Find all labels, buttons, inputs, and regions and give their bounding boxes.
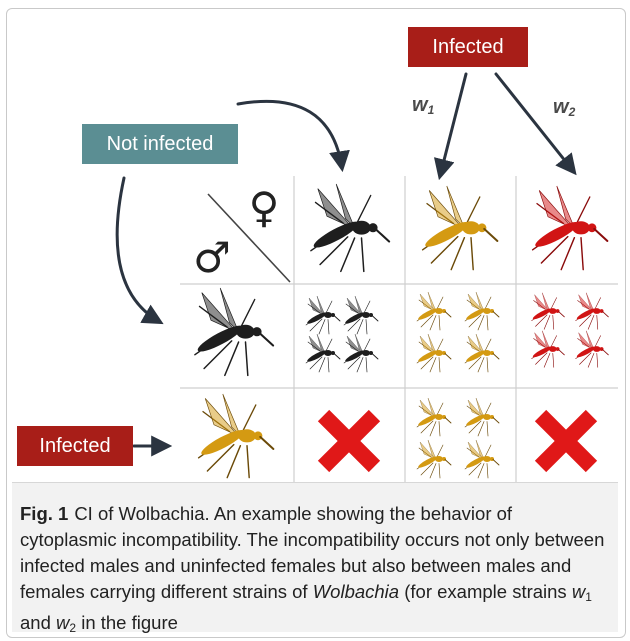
mosquito-icon	[416, 291, 452, 331]
male-symbol: ♂	[193, 233, 231, 282]
caption-strain-w1-sub: 1	[585, 590, 592, 604]
mosquito-icon	[197, 393, 275, 479]
caption-text: CI of Wolbachia. An example showing the …	[20, 503, 605, 602]
arrow-infected-to-w1	[433, 72, 468, 181]
arrow-not-infected-to-female	[236, 99, 350, 173]
arrows	[115, 72, 577, 457]
not-infected-label: Not infected	[82, 124, 238, 164]
caption-strain-w2: w	[56, 612, 70, 633]
mosquito-icon	[305, 295, 341, 335]
cross-icon	[534, 409, 598, 473]
mosquito-icon	[575, 330, 609, 368]
infected-label-left: Infected	[17, 426, 133, 466]
mosquito-icon	[343, 333, 379, 373]
mosquito-icon	[464, 439, 500, 479]
mosquito-icon	[421, 185, 499, 271]
caption-italic: Wolbachia	[312, 581, 400, 602]
mosquito-icon	[531, 330, 565, 368]
mosquito-icon	[416, 439, 452, 479]
cross-icon	[317, 409, 381, 473]
mosquito-icon	[305, 333, 341, 373]
mosquito-icon	[531, 185, 609, 271]
diagram: ♀ ♂	[115, 72, 618, 482]
mosquito-icon	[193, 286, 275, 377]
arrow-infected-to-w2	[494, 72, 577, 176]
mosquito-icon	[575, 292, 609, 330]
arrow-not-infected-to-male	[115, 176, 164, 325]
mosquito-icon	[416, 397, 452, 437]
caption-text: in the figure	[76, 612, 178, 633]
caption-strain-w1: w	[571, 581, 586, 602]
mosquito-icon	[416, 333, 452, 373]
female-symbol: ♀	[249, 183, 280, 232]
mosquito-icon	[309, 182, 391, 273]
corner-diagonal	[207, 193, 291, 283]
mosquito-icon	[464, 291, 500, 331]
mosquito-icon	[343, 295, 379, 335]
caption-text: and	[20, 612, 57, 633]
mosquito-icon	[464, 333, 500, 373]
strain-w2-label: w2	[553, 96, 576, 119]
caption-strain-w2-sub: 2	[69, 621, 77, 635]
grid-lines	[180, 176, 618, 482]
caption-text: (for example strains	[399, 581, 572, 602]
caption-prefix: Fig. 1	[20, 503, 69, 524]
mosquito-icon	[531, 292, 565, 330]
mosquito-icon	[464, 397, 500, 437]
strain-w1-label: w1	[412, 94, 435, 117]
infected-label-top: Infected	[408, 27, 528, 67]
